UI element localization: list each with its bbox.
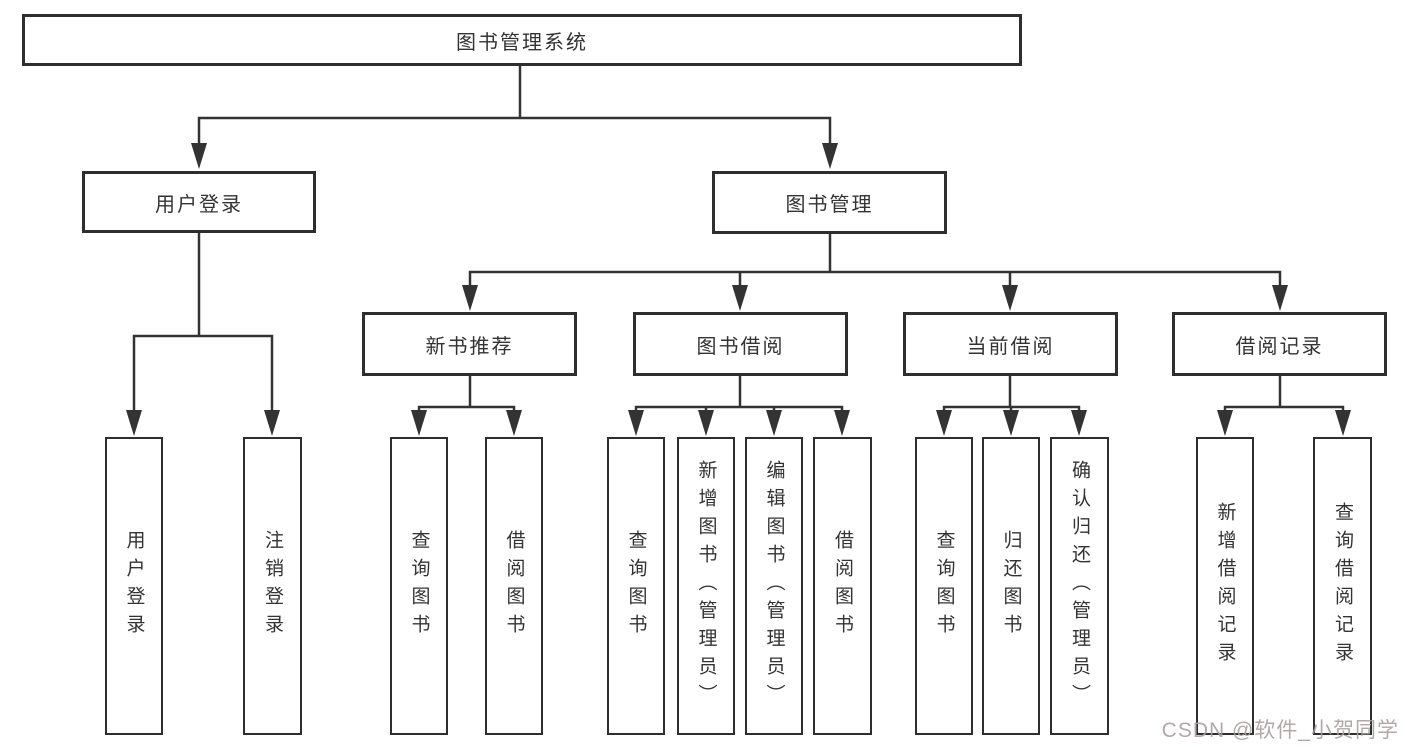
node-book-borrow: 图书借阅 [633,312,848,376]
leaf-label: 归还图书 [1000,530,1022,642]
node-label: 当前借阅 [966,335,1055,358]
leaf-user-login: 用户登录 [105,437,163,735]
arrowheads [126,143,1351,436]
node-new-book-recommend: 新书推荐 [362,312,577,376]
leaf-return-books: 归还图书 [982,437,1040,735]
node-label: 图书借阅 [696,335,785,358]
node-label: 图书管理系统 [456,31,588,54]
leaf-logout: 注销登录 [243,437,302,735]
leaf-query-books: 查询图书 [915,437,973,735]
leaf-query-books: 查询图书 [607,437,665,735]
leaf-label: 查询图书 [933,530,955,642]
node-user-login: 用户登录 [82,171,316,233]
leaf-label: 新增借阅记录 [1214,502,1236,670]
node-borrow-records: 借阅记录 [1172,312,1387,376]
leaf-label: 编辑图书（管理员） [763,460,785,712]
leaf-query-borrow-record: 查询借阅记录 [1313,437,1372,735]
leaf-label: 查询图书 [625,530,647,642]
leaf-label: 借阅图书 [832,530,853,642]
leaf-label: 注销登录 [262,530,283,642]
leaf-label: 查询图书 [408,530,430,642]
leaf-confirm-return-admin: 确认归还（管理员） [1050,437,1109,735]
leaf-query-books: 查询图书 [390,437,448,735]
node-label: 借阅记录 [1235,335,1324,358]
leaf-label: 借阅图书 [503,530,525,642]
leaf-borrow-books: 借阅图书 [813,437,872,735]
node-label: 图书管理 [785,194,874,216]
leaf-label: 查询借阅记录 [1332,502,1353,670]
leaf-edit-books-admin: 编辑图书（管理员） [745,437,803,735]
leaf-add-books-admin: 新增图书（管理员） [677,437,735,735]
leaf-label: 用户登录 [123,530,145,642]
node-current-borrow: 当前借阅 [903,312,1118,376]
leaf-borrow-books: 借阅图书 [485,437,543,735]
node-book-management: 图书管理 [712,171,947,234]
node-label: 用户登录 [155,193,243,216]
leaf-label: 新增图书（管理员） [695,460,717,712]
leaf-add-borrow-record: 新增借阅记录 [1196,437,1254,735]
node-library-system: 图书管理系统 [22,14,1022,66]
node-label: 新书推荐 [425,335,514,358]
leaf-label: 确认归还（管理员） [1069,460,1090,712]
